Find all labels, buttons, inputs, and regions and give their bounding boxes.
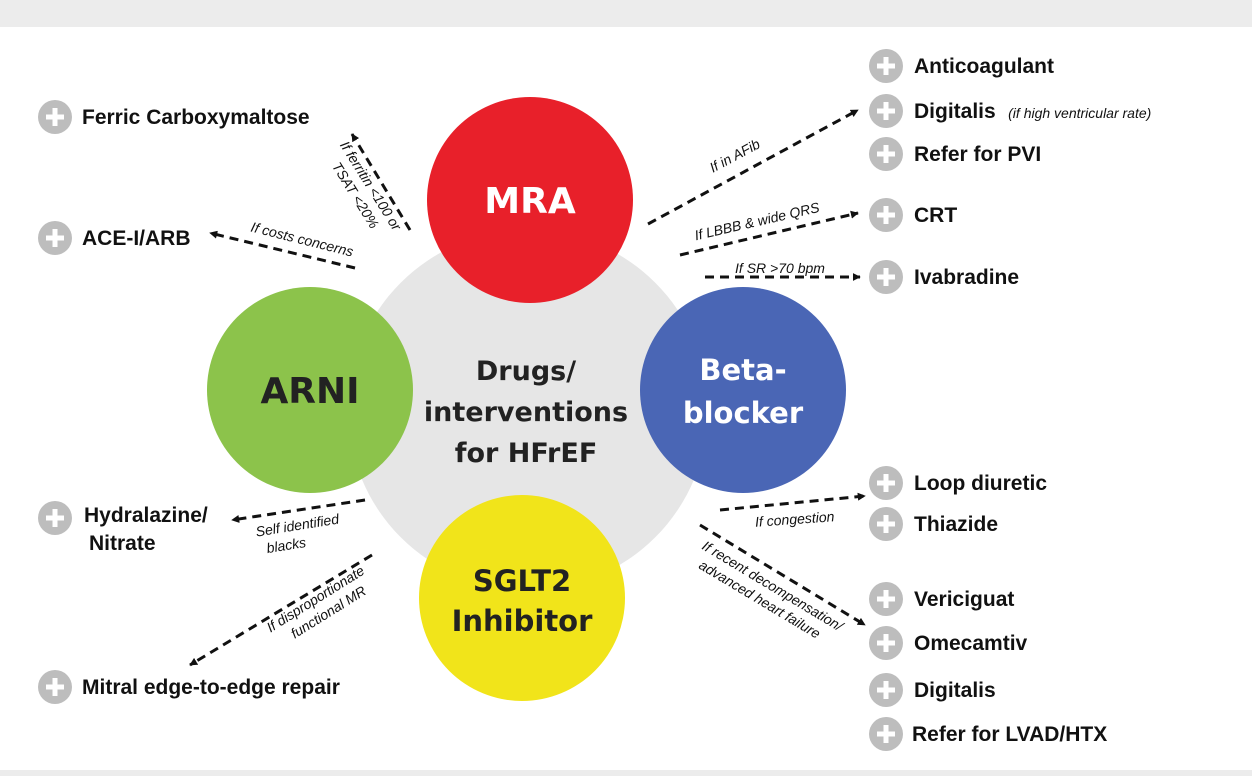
digitalis-note: (if high ventricular rate) bbox=[1008, 105, 1151, 121]
cond-self-identified: Self identified blacks bbox=[254, 510, 341, 556]
plus-icon bbox=[38, 670, 72, 704]
arni-label: ARNI bbox=[260, 371, 359, 412]
item-mitral-repair: Mitral edge-to-edge repair bbox=[82, 676, 340, 699]
beta-label-line1: Beta- bbox=[699, 353, 786, 387]
plus-icon bbox=[869, 673, 903, 707]
item-ace-arb: ACE-I/ARB bbox=[82, 227, 191, 250]
center-title-line3: for HFrEF bbox=[455, 438, 598, 469]
sglt2-label-line2: Inhibitor bbox=[452, 604, 594, 638]
arrow-ferric bbox=[350, 133, 412, 231]
item-refer-lvad-htx: Refer for LVAD/HTX bbox=[912, 723, 1107, 746]
sglt2-circle bbox=[419, 495, 625, 701]
item-hydralazine-line1: Hydralazine/ bbox=[84, 504, 208, 527]
center-title-line2: interventions bbox=[424, 397, 628, 428]
item-digitalis-bottom: Digitalis bbox=[914, 679, 996, 702]
cond-mr: If disproportionate functional MR bbox=[264, 562, 369, 641]
cond-costs: If costs concerns bbox=[249, 219, 355, 260]
plus-icon bbox=[38, 100, 72, 134]
item-ivabradine: Ivabradine bbox=[914, 266, 1019, 289]
center-disc bbox=[348, 230, 708, 590]
arrow-hydralazine bbox=[231, 498, 366, 523]
center-title-line1: Drugs/ bbox=[476, 356, 576, 387]
cond-decomp-line1: If recent decompensation/ bbox=[699, 537, 847, 635]
cond-congestion: If congestion bbox=[754, 508, 835, 530]
mra-label: MRA bbox=[484, 181, 576, 222]
cond-ferritin: If ferritin <100 or TSAT <20% bbox=[329, 138, 405, 234]
item-vericiguat: Vericiguat bbox=[914, 588, 1014, 611]
item-thiazide: Thiazide bbox=[914, 513, 998, 536]
beta-label-line2: blocker bbox=[683, 396, 804, 430]
plus-icon bbox=[869, 507, 903, 541]
cond-decompensation: If recent decompensation/ advanced heart… bbox=[696, 537, 847, 641]
plus-icon bbox=[869, 49, 903, 83]
sglt2-label-line1: SGLT2 bbox=[473, 564, 571, 598]
cond-sr: If SR >70 bpm bbox=[735, 260, 825, 276]
item-omecamtiv: Omecamtiv bbox=[914, 632, 1028, 655]
plus-icon bbox=[869, 260, 903, 294]
plus-icon bbox=[38, 501, 72, 535]
beta-blocker-circle bbox=[640, 287, 846, 493]
item-anticoagulant: Anticoagulant bbox=[914, 55, 1054, 78]
plus-icon bbox=[869, 198, 903, 232]
item-hydralazine-line2: Nitrate bbox=[89, 532, 156, 555]
bottom-band bbox=[0, 770, 1252, 776]
arrow-mitral bbox=[189, 553, 373, 667]
cond-self-identified-line2: blacks bbox=[265, 534, 307, 556]
cond-afib: If in AFib bbox=[707, 136, 763, 176]
item-refer-pvi: Refer for PVI bbox=[914, 143, 1041, 166]
arrow-congestion bbox=[719, 492, 866, 512]
arrow-decompensation bbox=[699, 523, 866, 627]
digitalis-top-label: Digitalis bbox=[914, 100, 996, 123]
arni-circle bbox=[207, 287, 413, 493]
plus-icon bbox=[869, 137, 903, 171]
arrow-afib bbox=[647, 108, 859, 226]
top-band bbox=[0, 0, 1252, 27]
arrow-lbbb bbox=[679, 210, 859, 257]
plus-icon bbox=[869, 582, 903, 616]
item-ferric-carboxymaltose: Ferric Carboxymaltose bbox=[82, 106, 310, 129]
plus-icon bbox=[869, 717, 903, 751]
mra-circle bbox=[427, 97, 633, 303]
item-crt: CRT bbox=[914, 204, 957, 227]
plus-icon bbox=[869, 626, 903, 660]
plus-icon bbox=[38, 221, 72, 255]
plus-icon bbox=[869, 466, 903, 500]
arrow-ace bbox=[209, 230, 356, 270]
plus-icon bbox=[869, 94, 903, 128]
item-loop-diuretic: Loop diuretic bbox=[914, 472, 1047, 495]
item-digitalis-top: Digitalis (if high ventricular rate) bbox=[914, 100, 1151, 123]
